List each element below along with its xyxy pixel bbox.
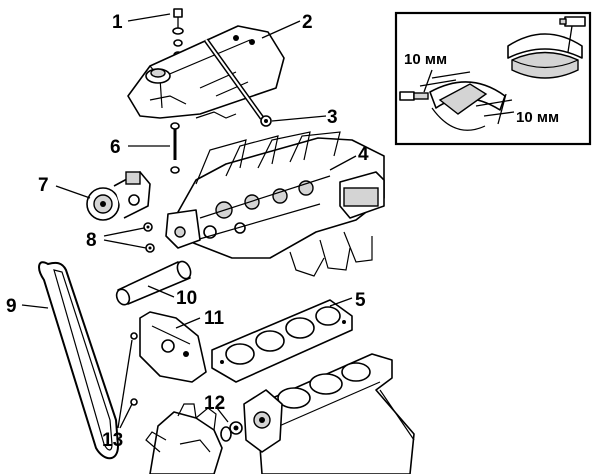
callout-13: 13: [102, 430, 123, 451]
leader-lines: [21, 13, 357, 429]
cylinder-head-assembly: [165, 131, 385, 277]
power-steering-pump: [86, 171, 151, 221]
callout-10: 10: [176, 288, 197, 309]
callout-9: 9: [6, 296, 17, 317]
long-bolt: [170, 122, 180, 174]
timing-belt: [38, 261, 120, 460]
dipstick-tube: [203, 38, 265, 120]
cover-bolts: [130, 332, 138, 406]
dimension-label-right: 10 мм: [516, 109, 559, 126]
callout-7: 7: [38, 175, 49, 196]
crankshaft-seal: [220, 421, 243, 442]
inset-frame: [394, 11, 592, 146]
callout-3: 3: [327, 107, 338, 128]
head-gasket: [211, 299, 353, 383]
engine-block: [257, 353, 415, 474]
timing-belt-cover: [139, 311, 207, 383]
valve-cover: [127, 25, 285, 119]
callout-2: 2: [302, 12, 313, 33]
half-moon-seal-bottom: [429, 81, 506, 131]
hands-illustration: [145, 403, 223, 474]
coolant-hose: [115, 260, 192, 306]
cover-bolt: [172, 8, 184, 59]
callout-4: 4: [358, 144, 369, 165]
callout-11: 11: [204, 308, 225, 329]
stud-nut: [260, 115, 272, 127]
callout-labels: 1 2 3 4 5 6 7 8 9 10 11 12 13: [6, 12, 369, 451]
callout-8: 8: [86, 230, 97, 251]
half-moon-seal-top: [507, 33, 583, 79]
callout-6: 6: [110, 137, 121, 158]
callout-12: 12: [204, 393, 225, 414]
sealant-inset: 10 мм 10 мм: [394, 11, 592, 146]
dimension-lines: [419, 69, 515, 125]
callout-5: 5: [355, 290, 366, 311]
sealant-nozzle-bottom: [399, 91, 429, 101]
dimension-label-left: 10 мм: [404, 51, 447, 68]
oil-pump: [243, 389, 283, 453]
sealant-tube-top: [559, 16, 586, 53]
callout-1: 1: [112, 12, 123, 33]
bracket-bolts: [143, 222, 155, 253]
